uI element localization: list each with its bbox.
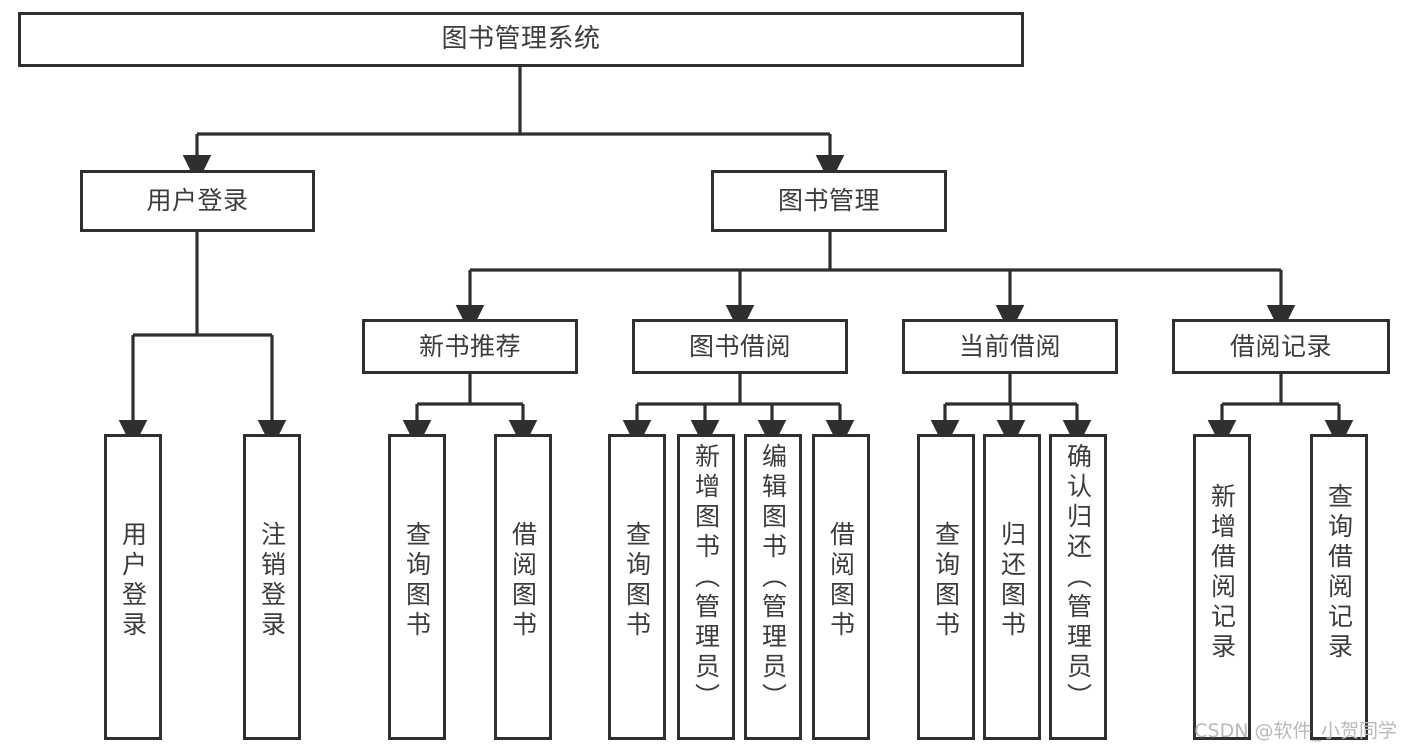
leaf-current-query-book-label: 查询图书 <box>931 521 961 641</box>
leaf-user-login-login-label: 用户登录 <box>118 521 148 641</box>
leaf-borrow-edit-book-admin[interactable]: 编辑图书（管理员） <box>744 434 802 740</box>
leaf-current-return-book-label: 归还图书 <box>997 521 1027 641</box>
leaf-borrow-add-book-admin-label: 新增图书（管理员） <box>691 443 721 713</box>
leaf-record-query-record-label: 查询借阅记录 <box>1324 483 1354 663</box>
leaf-record-query-record[interactable]: 查询借阅记录 <box>1310 434 1368 740</box>
leaf-current-return-book[interactable]: 归还图书 <box>983 434 1041 740</box>
leaf-recommend-borrow-book-label: 借阅图书 <box>508 521 538 641</box>
leaf-record-add-record[interactable]: 新增借阅记录 <box>1193 434 1251 740</box>
leaf-record-add-record-label: 新增借阅记录 <box>1207 483 1237 663</box>
csdn-watermark: CSDN @软件_小贺同学 <box>1194 720 1397 742</box>
node-root[interactable]: 图书管理系统 <box>18 12 1024 67</box>
leaf-user-login-login[interactable]: 用户登录 <box>104 434 162 740</box>
leaf-current-confirm-return-admin[interactable]: 确认归还（管理员） <box>1049 434 1107 740</box>
node-book-borrow-label: 图书借阅 <box>688 331 791 361</box>
node-current-borrow[interactable]: 当前借阅 <box>902 319 1118 374</box>
leaf-borrow-add-book-admin[interactable]: 新增图书（管理员） <box>677 434 735 740</box>
node-current-borrow-label: 当前借阅 <box>958 331 1061 361</box>
leaf-borrow-borrow-book[interactable]: 借阅图书 <box>812 434 870 740</box>
node-book-borrow[interactable]: 图书借阅 <box>632 319 848 374</box>
leaf-borrow-query-book[interactable]: 查询图书 <box>608 434 666 740</box>
node-book-management[interactable]: 图书管理 <box>711 170 947 232</box>
leaf-borrow-edit-book-admin-label: 编辑图书（管理员） <box>758 443 788 713</box>
leaf-recommend-query-book[interactable]: 查询图书 <box>388 434 446 740</box>
node-book-management-label: 图书管理 <box>777 186 880 216</box>
node-borrow-record-label: 借阅记录 <box>1229 331 1332 361</box>
leaf-borrow-borrow-book-label: 借阅图书 <box>826 521 856 641</box>
node-user-login[interactable]: 用户登录 <box>80 170 315 232</box>
node-new-book-recommend-label: 新书推荐 <box>418 331 521 361</box>
leaf-borrow-query-book-label: 查询图书 <box>622 521 652 641</box>
node-user-login-label: 用户登录 <box>146 186 249 216</box>
node-borrow-record[interactable]: 借阅记录 <box>1172 319 1390 374</box>
leaf-user-login-logout[interactable]: 注销登录 <box>243 434 301 740</box>
node-new-book-recommend[interactable]: 新书推荐 <box>362 319 578 374</box>
leaf-recommend-query-book-label: 查询图书 <box>402 521 432 641</box>
leaf-recommend-borrow-book[interactable]: 借阅图书 <box>494 434 552 740</box>
leaf-current-confirm-return-admin-label: 确认归还（管理员） <box>1063 443 1093 713</box>
leaf-current-query-book[interactable]: 查询图书 <box>917 434 975 740</box>
leaf-user-login-logout-label: 注销登录 <box>257 521 287 641</box>
node-root-label: 图书管理系统 <box>441 24 601 55</box>
